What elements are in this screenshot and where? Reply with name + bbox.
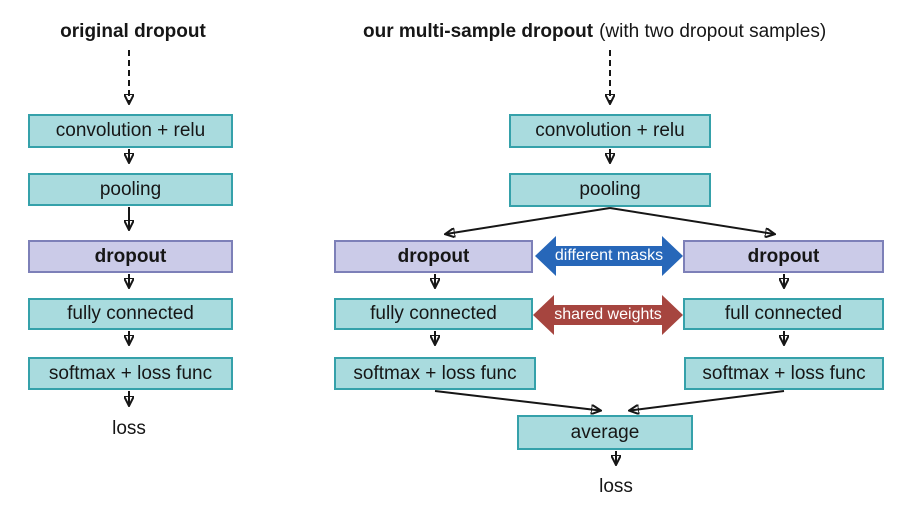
box-label: full connected (724, 303, 843, 324)
arrow-shaft (554, 246, 664, 266)
right-box-convolution-relu: convolution + relu (509, 114, 711, 148)
arrow-head-right-icon (662, 236, 683, 276)
left-box-pooling: pooling (28, 173, 233, 206)
left-box-convolution-relu: convolution + relu (28, 114, 233, 148)
right-title-suffix: (with two dropout samples) (599, 21, 827, 42)
box-label: convolution + relu (535, 120, 685, 141)
right-diagram-title: our multi-sample dropout(with two dropou… (363, 19, 826, 44)
left-title-text: original dropout (60, 21, 206, 42)
arrow-shaft (552, 305, 664, 325)
right-right-box-full-connected: full connected (683, 298, 884, 330)
right-branch-arrow-left (446, 207, 611, 234)
right-left-box-fully-connected: fully connected (334, 298, 533, 330)
arrow-head-left-icon (533, 295, 554, 335)
shared-weights-label: shared weights (554, 306, 662, 323)
box-label: dropout (94, 245, 167, 267)
box-label: pooling (579, 179, 641, 200)
different-masks-arrow: different masks (535, 236, 683, 276)
right-box-pooling: pooling (509, 173, 711, 207)
loss-text: loss (599, 476, 633, 497)
right-loss-label: loss (576, 476, 656, 498)
arrow-head-right-icon (662, 295, 683, 335)
different-masks-label: different masks (554, 247, 664, 264)
left-box-fully-connected: fully connected (28, 298, 233, 330)
left-loss-label: loss (89, 418, 169, 440)
left-box-softmax-loss: softmax + loss func (28, 357, 233, 390)
left-box-dropout: dropout (28, 240, 233, 273)
right-right-box-softmax-loss: softmax + loss func (684, 357, 884, 390)
box-label: fully connected (67, 303, 194, 324)
box-label: fully connected (370, 303, 497, 324)
shared-weights-arrow: shared weights (533, 295, 683, 335)
right-box-average: average (517, 415, 693, 450)
box-label: average (570, 421, 640, 443)
right-branch-arrow-right (609, 207, 774, 234)
box-label: softmax + loss func (48, 362, 213, 384)
box-label: dropout (747, 245, 820, 267)
right-left-box-dropout: dropout (334, 240, 533, 273)
right-left-box-softmax-loss: softmax + loss func (334, 357, 536, 390)
right-title-bold: our multi-sample dropout (363, 21, 594, 42)
right-right-box-dropout: dropout (683, 240, 884, 273)
left-diagram-title: original dropout (33, 19, 233, 44)
box-label: pooling (99, 178, 162, 200)
box-label: dropout (397, 245, 470, 267)
right-merge-arrow-left (434, 390, 600, 411)
box-label: softmax + loss func (702, 362, 866, 384)
right-merge-arrow-right (630, 390, 785, 411)
box-label: convolution + relu (55, 120, 206, 141)
box-label: softmax + loss func (353, 362, 517, 384)
loss-text: loss (112, 418, 146, 439)
arrow-head-left-icon (535, 236, 556, 276)
